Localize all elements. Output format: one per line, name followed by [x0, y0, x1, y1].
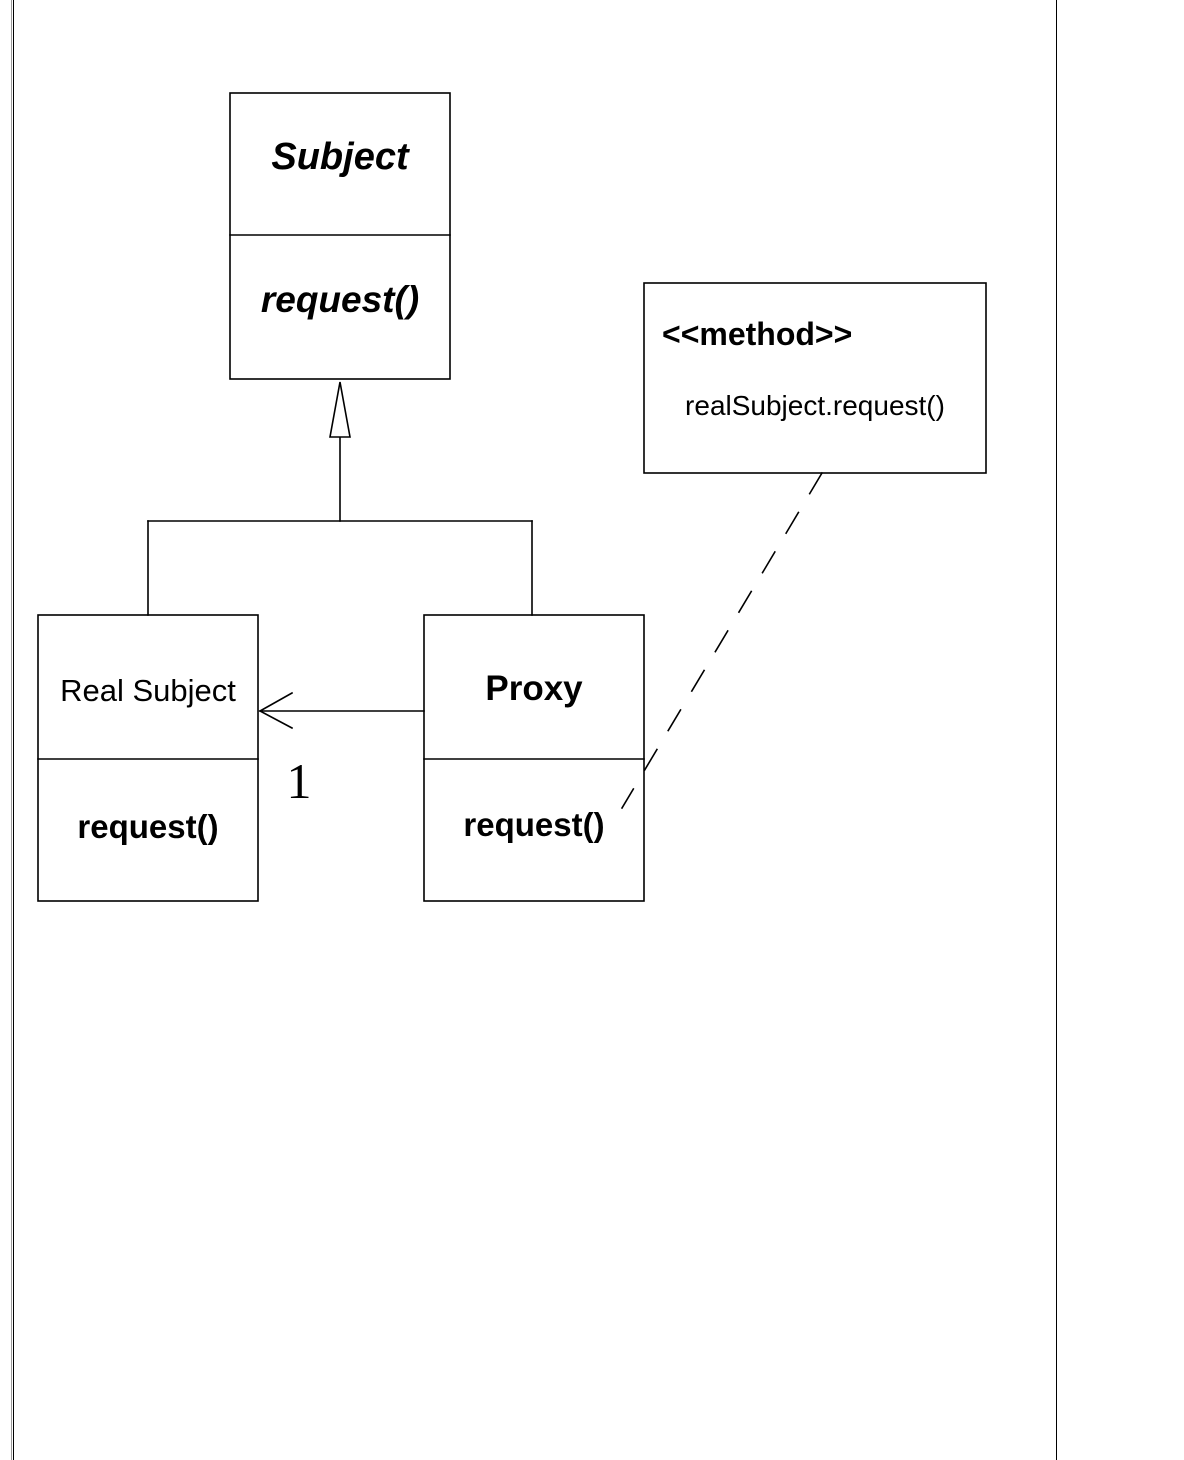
subject-operation: request(): [260, 279, 420, 320]
generalization-arrowhead: [329, 381, 351, 438]
proxy-class-name: Proxy: [485, 669, 583, 708]
subject-class-name: Subject: [271, 136, 409, 178]
note-anchor-line: [620, 471, 824, 810]
real-subject-class-box: [37, 614, 259, 902]
note-body-text: realSubject.request(): [685, 390, 945, 421]
left-frame-border: [13, 0, 14, 1460]
subject-class-box: [229, 92, 451, 380]
proxy-operation: request(): [463, 806, 605, 843]
right-frame-border: [1056, 0, 1057, 1460]
method-note-box: [643, 282, 987, 474]
association-arrowhead: [258, 691, 294, 730]
real-subject-operation: request(): [77, 808, 219, 845]
left-frame-shadow: [11, 0, 12, 1460]
proxy-class-box: [423, 614, 645, 902]
association-multiplicity: 1: [286, 753, 312, 809]
note-stereotype: <<method>>: [662, 316, 853, 352]
real-subject-class-name: Real Subject: [60, 673, 236, 708]
